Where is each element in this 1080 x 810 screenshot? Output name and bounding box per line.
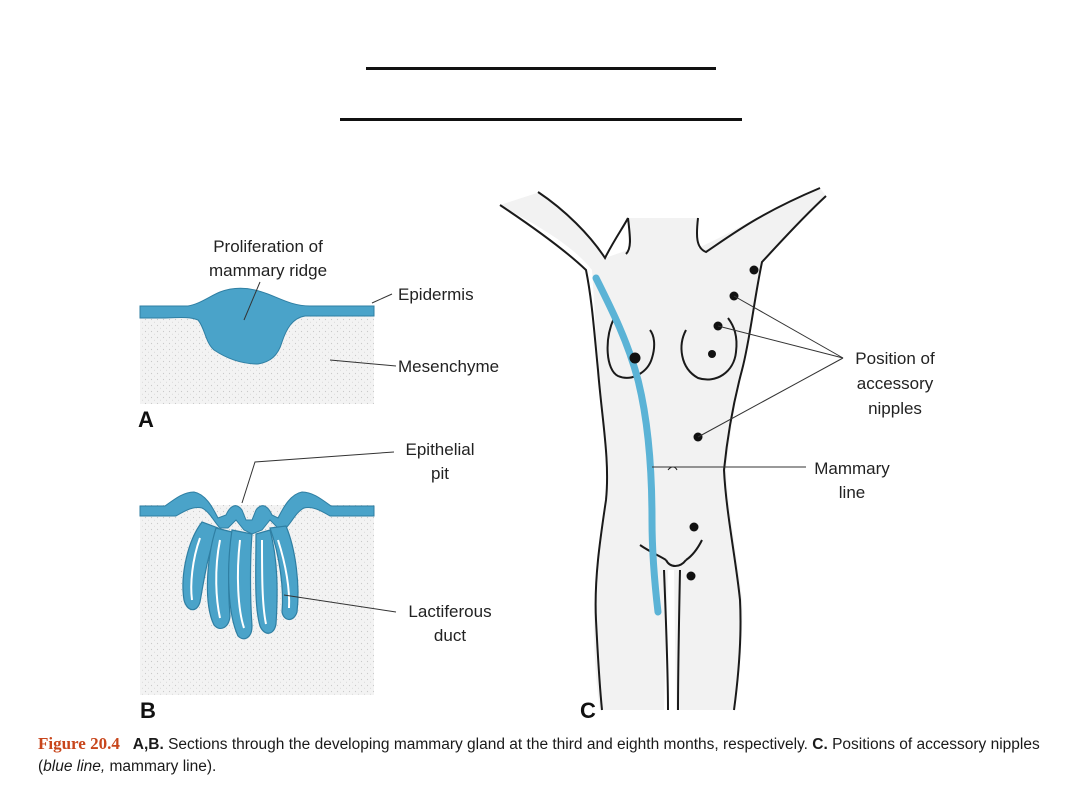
duct-lobe-3 xyxy=(228,529,253,640)
caption-figure-label: Figure 20.4 xyxy=(38,734,120,753)
panel-b-section xyxy=(139,491,375,695)
body-silhouette xyxy=(500,188,826,710)
subtitle-placeholder-line xyxy=(340,118,742,121)
figure-illustration: Proliferation of mammary ridge Epidermis… xyxy=(138,187,935,723)
label-position-of: Position of xyxy=(855,349,935,368)
label-proliferation-line1: Proliferation of xyxy=(213,237,323,256)
right-breast xyxy=(680,317,738,381)
nipple-right xyxy=(708,350,716,358)
label-nipples: nipples xyxy=(868,399,922,418)
label-mesenchyme: Mesenchyme xyxy=(398,357,499,376)
mammary-line xyxy=(592,274,662,616)
caption-part-ab-label: A,B. xyxy=(132,736,164,753)
label-mammary: Mammary xyxy=(814,459,890,478)
inner-leg-left xyxy=(663,569,669,711)
accessory-nipple-1 xyxy=(749,265,759,275)
caption-part-c-text-a: Positions of accessory nipples ( xyxy=(38,736,1040,775)
panel-a-section xyxy=(139,287,375,404)
label-line: line xyxy=(839,483,865,502)
left-arm-upper-edge xyxy=(537,191,629,261)
panel-letter-a: A xyxy=(138,407,154,432)
duct-lobe-4 xyxy=(255,529,278,634)
accessory-nipple-5 xyxy=(689,522,699,532)
neck-left xyxy=(625,217,631,255)
left-arm-lower-edge xyxy=(499,204,609,711)
neck-right xyxy=(696,187,821,254)
right-arm-lower-edge xyxy=(722,195,827,711)
accessory-nipple-6 xyxy=(686,571,696,581)
panel-letter-b: B xyxy=(140,698,156,723)
epidermis-layer-b xyxy=(139,491,375,535)
nipple-left xyxy=(629,352,641,364)
panel-letter-c: C xyxy=(580,698,596,723)
caption-part-c-text-b: mammary line). xyxy=(105,758,217,775)
label-accessory: accessory xyxy=(857,374,934,393)
figure-caption: Figure 20.4 A,B. Sections through the de… xyxy=(38,733,1048,778)
caption-italic-blue-line: blue line, xyxy=(43,758,106,775)
panel-c-body xyxy=(499,187,827,711)
label-lactiferous-duct-line1: Lactiferous xyxy=(408,602,491,621)
title-placeholder-line xyxy=(366,67,716,70)
caption-part-c-label: C. xyxy=(812,736,828,753)
caption-part-ab-text: Sections through the developing mammary … xyxy=(163,736,813,753)
epidermis-layer-a xyxy=(139,287,375,365)
label-epithelial-pit-line1: Epithelial xyxy=(406,440,475,459)
label-lactiferous-duct-line2: duct xyxy=(434,626,466,645)
label-epidermis: Epidermis xyxy=(398,285,474,304)
label-epithelial-pit-line2: pit xyxy=(431,464,449,483)
inner-leg-right xyxy=(677,569,681,711)
crotch xyxy=(665,559,687,567)
groin-right xyxy=(685,539,703,561)
label-proliferation-line2: mammary ridge xyxy=(209,261,327,280)
